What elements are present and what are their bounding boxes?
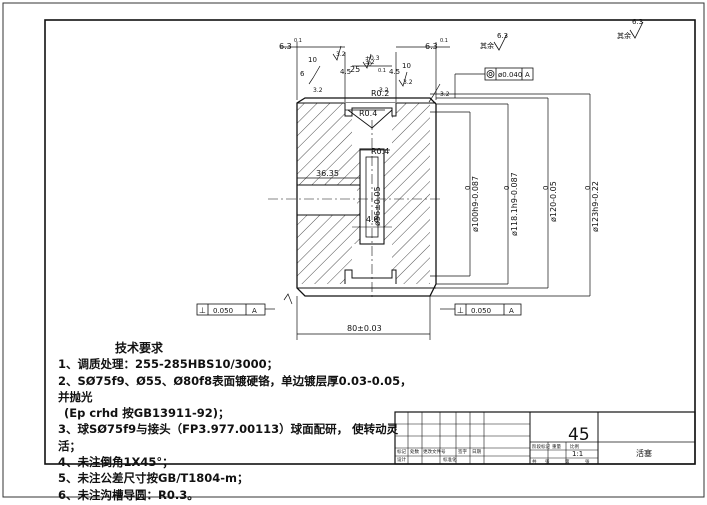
dim-center-tol-zero: 0 <box>368 61 372 68</box>
runout-frame: ø0.040 A <box>484 67 534 81</box>
dimension-annotations: 6.3 0.1 6.3 0.1 10 6 10 4.5 4.5 25 +0.3 … <box>279 38 600 333</box>
perp-left-value: 0.050 <box>213 307 233 315</box>
perpendicular-icon: ⊥ <box>199 306 206 315</box>
tb-header: 张 <box>585 458 590 465</box>
ra-32-a: 3.2 <box>336 51 346 58</box>
dim-r02: R0.2 <box>371 89 389 98</box>
note-item: 2、SØ75f9、Ø55、Ø80f8表面镀硬铬，单边镀层厚0.03-0.05，并… <box>58 373 412 404</box>
dim-d123-zero: 0 <box>584 186 592 190</box>
tb-header: 张 <box>545 458 550 465</box>
dim-top-left-ra: 6.3 <box>279 42 292 51</box>
dim-left-6: 6 <box>300 70 305 78</box>
dim-bore-dia: ø56±0.05 <box>373 186 382 226</box>
part-name: 活塞 <box>636 448 652 458</box>
perp-right-value: 0.050 <box>471 307 491 315</box>
tb-header: 设计 <box>397 456 406 463</box>
part-section-view <box>268 97 440 300</box>
note-item: 5、未注公差尺寸按GB/T1804-m； <box>58 471 249 486</box>
tb-header: 更改文件号 <box>423 448 446 455</box>
perpendicular-icon: ⊥ <box>457 306 464 315</box>
dim-left-4-5: 4.5 <box>340 68 351 76</box>
dim-center-tol-plus: +0.3 <box>365 55 380 62</box>
ra-32-d: 3.2 <box>313 87 323 94</box>
note-item: 3、球SØ75f9与接头（FP3.977.00113）球面配研， 使转动灵活； <box>58 422 399 453</box>
diameter-extension-lines <box>265 42 591 340</box>
dim-d100: ø100h9-0.087 <box>471 176 480 232</box>
tb-header: 标记 <box>397 448 406 455</box>
tb-header: 阶段标记 <box>532 443 550 450</box>
dim-d123: ø123h9-0.22 <box>591 181 600 232</box>
dim-right-10: 10 <box>402 62 411 70</box>
concentricity-icon <box>486 70 495 78</box>
note-item: 1、调质处理：255-285HBS10/3000； <box>58 357 279 372</box>
perp-left-datum: A <box>252 307 257 315</box>
tb-header: 共 <box>532 458 537 465</box>
notes-title: 技术要求 <box>115 341 164 355</box>
runout-datum: A <box>525 71 530 79</box>
dim-left-ra-tol: 0.1 <box>294 38 302 44</box>
tb-header: 重量 <box>552 443 561 450</box>
tb-header: 比例 <box>570 443 579 450</box>
runout-value: ø0.040 <box>498 71 522 79</box>
title-block-headers: 标记 处数 更改文件号 签字 日期 设计 标准化 阶段标记 重量 比例 共 张 … <box>397 443 590 465</box>
tb-header: 标准化 <box>443 456 457 463</box>
roughness-symbol-icon <box>493 33 508 51</box>
corner-roughness: 6.3 <box>632 18 643 26</box>
ra-32-f: 3.2 <box>379 87 389 94</box>
outer-border <box>2 2 705 498</box>
tb-header: 签字 <box>458 448 467 455</box>
corner-note: 其余 <box>617 31 631 40</box>
roughness-value-2: 6.3 <box>497 32 508 40</box>
tb-header: 第 <box>565 458 570 465</box>
dim-r04-top: R0.4 <box>359 109 377 118</box>
dim-bore-depth: 36.35 <box>316 169 339 178</box>
roughness-marks <box>283 45 441 305</box>
dim-d118-zero: 0 <box>503 186 511 190</box>
perp-right-datum: A <box>509 307 514 315</box>
dim-d120-zero: 0 <box>542 186 550 190</box>
technical-requirements: 技术要求 1、调质处理：255-285HBS10/3000； 2、SØ75f9、… <box>58 340 418 503</box>
dim-slot-width: 4.8 <box>366 215 379 224</box>
note-item: (Ep crhd 按GB13911-92)； <box>64 406 230 421</box>
dim-center-25: 25 <box>350 65 360 74</box>
dim-d118: ø118.1h9-0.087 <box>510 172 519 236</box>
note-item: 4、未注倒角1X45°； <box>58 455 174 470</box>
note-item: 6、未注沟槽导圆：R0.3。 <box>58 487 199 502</box>
ra-32-e: 3.2 <box>440 91 450 98</box>
dim-center-ra: 0.1 <box>378 68 386 74</box>
tb-header: 日期 <box>472 449 481 455</box>
dim-right-4-5: 4.5 <box>389 68 400 76</box>
dim-top-right-ra: 6.3 <box>425 42 438 51</box>
roughness-symbol-icon <box>629 21 644 39</box>
scale-text: 1:1 <box>572 450 583 458</box>
dim-d120: ø120-0.05 <box>549 181 558 222</box>
tb-header: 处数 <box>410 448 419 455</box>
dim-d100-zero: 0 <box>464 186 472 190</box>
dim-left-10: 10 <box>308 56 317 64</box>
title-block <box>394 411 696 465</box>
ra-32-c: 3.2 <box>403 79 413 86</box>
perpendicularity-frame-left: ⊥ 0.050 A <box>196 303 266 316</box>
inner-frame <box>44 19 696 465</box>
perpendicularity-frame-right: ⊥ 0.050 A <box>454 303 522 316</box>
dim-right-ra-tol: 0.1 <box>440 38 448 44</box>
material-text: 45 <box>568 425 590 445</box>
dim-length: 80±0.03 <box>347 324 382 333</box>
dim-r04-bore: R0.4 <box>371 147 389 156</box>
roughness-note-2: 其余 <box>480 41 494 50</box>
ra-32-b: 3.2 <box>365 59 375 66</box>
